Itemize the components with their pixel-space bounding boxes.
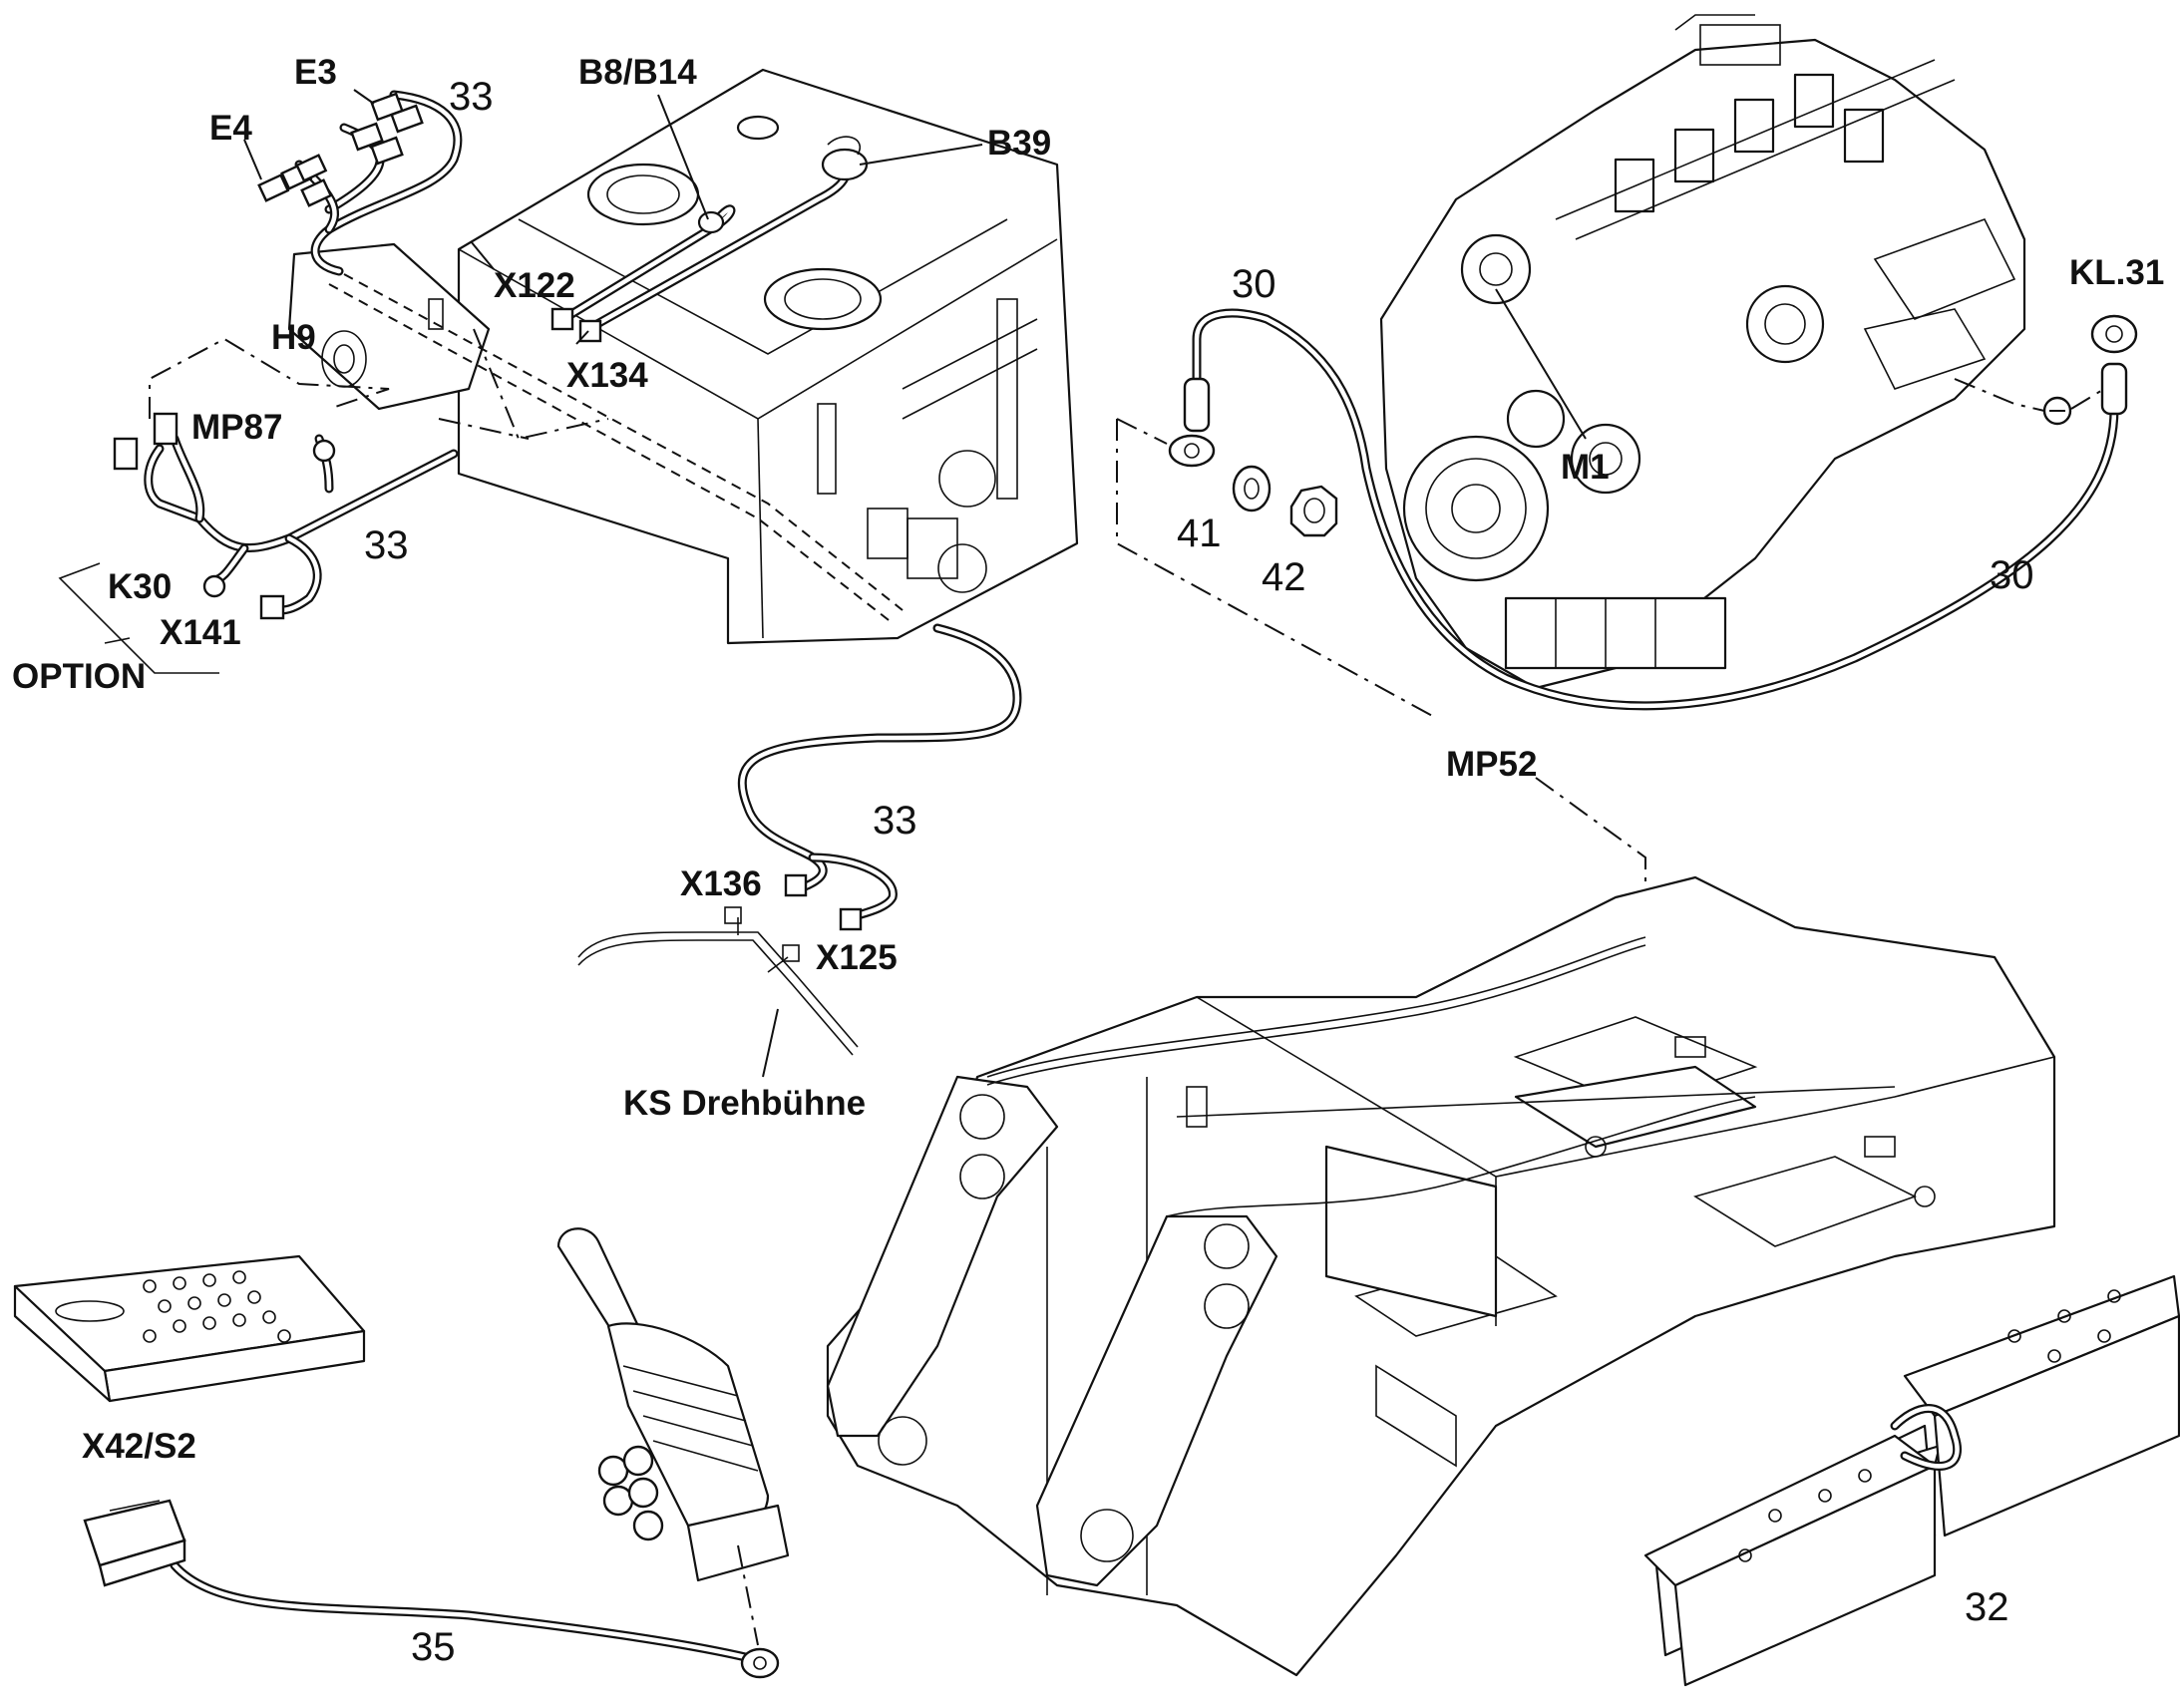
label-mp52: MP52 [1446, 745, 1537, 784]
ks-drehbuehne-harness [577, 906, 859, 1056]
washer-41 [1232, 465, 1272, 512]
ground-cable-30 [1168, 308, 2138, 711]
label-42: 42 [1262, 555, 1306, 599]
label-option: OPTION [12, 657, 146, 696]
label-33-top: 33 [449, 75, 494, 119]
frame-harness [986, 936, 1756, 1217]
label-h9: H9 [271, 318, 316, 357]
cable-33-mid [113, 412, 459, 620]
label-35: 35 [411, 1625, 456, 1669]
label-32: 32 [1965, 1585, 2009, 1629]
label-x136: X136 [680, 864, 762, 903]
cable-b39 [550, 136, 869, 343]
label-ks-drehbuehne: KS Drehbühne [623, 1084, 866, 1123]
label-mp87: MP87 [191, 408, 282, 447]
nut-42 [1289, 485, 1338, 537]
label-30-right: 30 [1990, 553, 2034, 597]
label-x42-s2: X42/S2 [82, 1427, 196, 1466]
engine-m1 [1379, 14, 2026, 690]
h9-panel [287, 242, 491, 411]
label-k30: K30 [108, 567, 172, 606]
label-b8-b14: B8/B14 [578, 53, 697, 92]
label-x122: X122 [494, 266, 575, 305]
label-x141: X141 [160, 613, 241, 652]
option-bracket [58, 562, 219, 674]
cable-35 [83, 1499, 780, 1679]
battery-32 [1643, 1274, 2180, 1687]
routing-dashes [149, 273, 904, 624]
labels: E3 E4 33 B8/B14 B39 X122 X134 H9 MP87 33… [12, 53, 2164, 1669]
e3-connector [350, 92, 424, 166]
label-kl31: KL.31 [2069, 253, 2164, 292]
label-e4: E4 [209, 109, 252, 148]
kl31-ground [1954, 378, 2105, 426]
label-33-mid: 33 [364, 523, 409, 567]
cable-33-low [737, 623, 1022, 931]
label-33-low: 33 [873, 799, 917, 843]
label-x134: X134 [566, 356, 648, 395]
label-41: 41 [1177, 512, 1222, 555]
joystick [556, 1227, 790, 1646]
e4-connector [257, 154, 333, 207]
label-30-top: 30 [1232, 262, 1276, 306]
label-m1: M1 [1561, 448, 1610, 487]
leader-lines [243, 89, 1587, 1078]
label-e3: E3 [294, 53, 337, 92]
cab-housing [457, 68, 1079, 645]
label-x125: X125 [816, 938, 898, 977]
keypad-x42 [13, 1254, 366, 1403]
boom-arm-left [826, 1075, 1059, 1466]
label-b39: B39 [987, 124, 1051, 163]
boom-arm-right [1035, 1214, 1278, 1587]
